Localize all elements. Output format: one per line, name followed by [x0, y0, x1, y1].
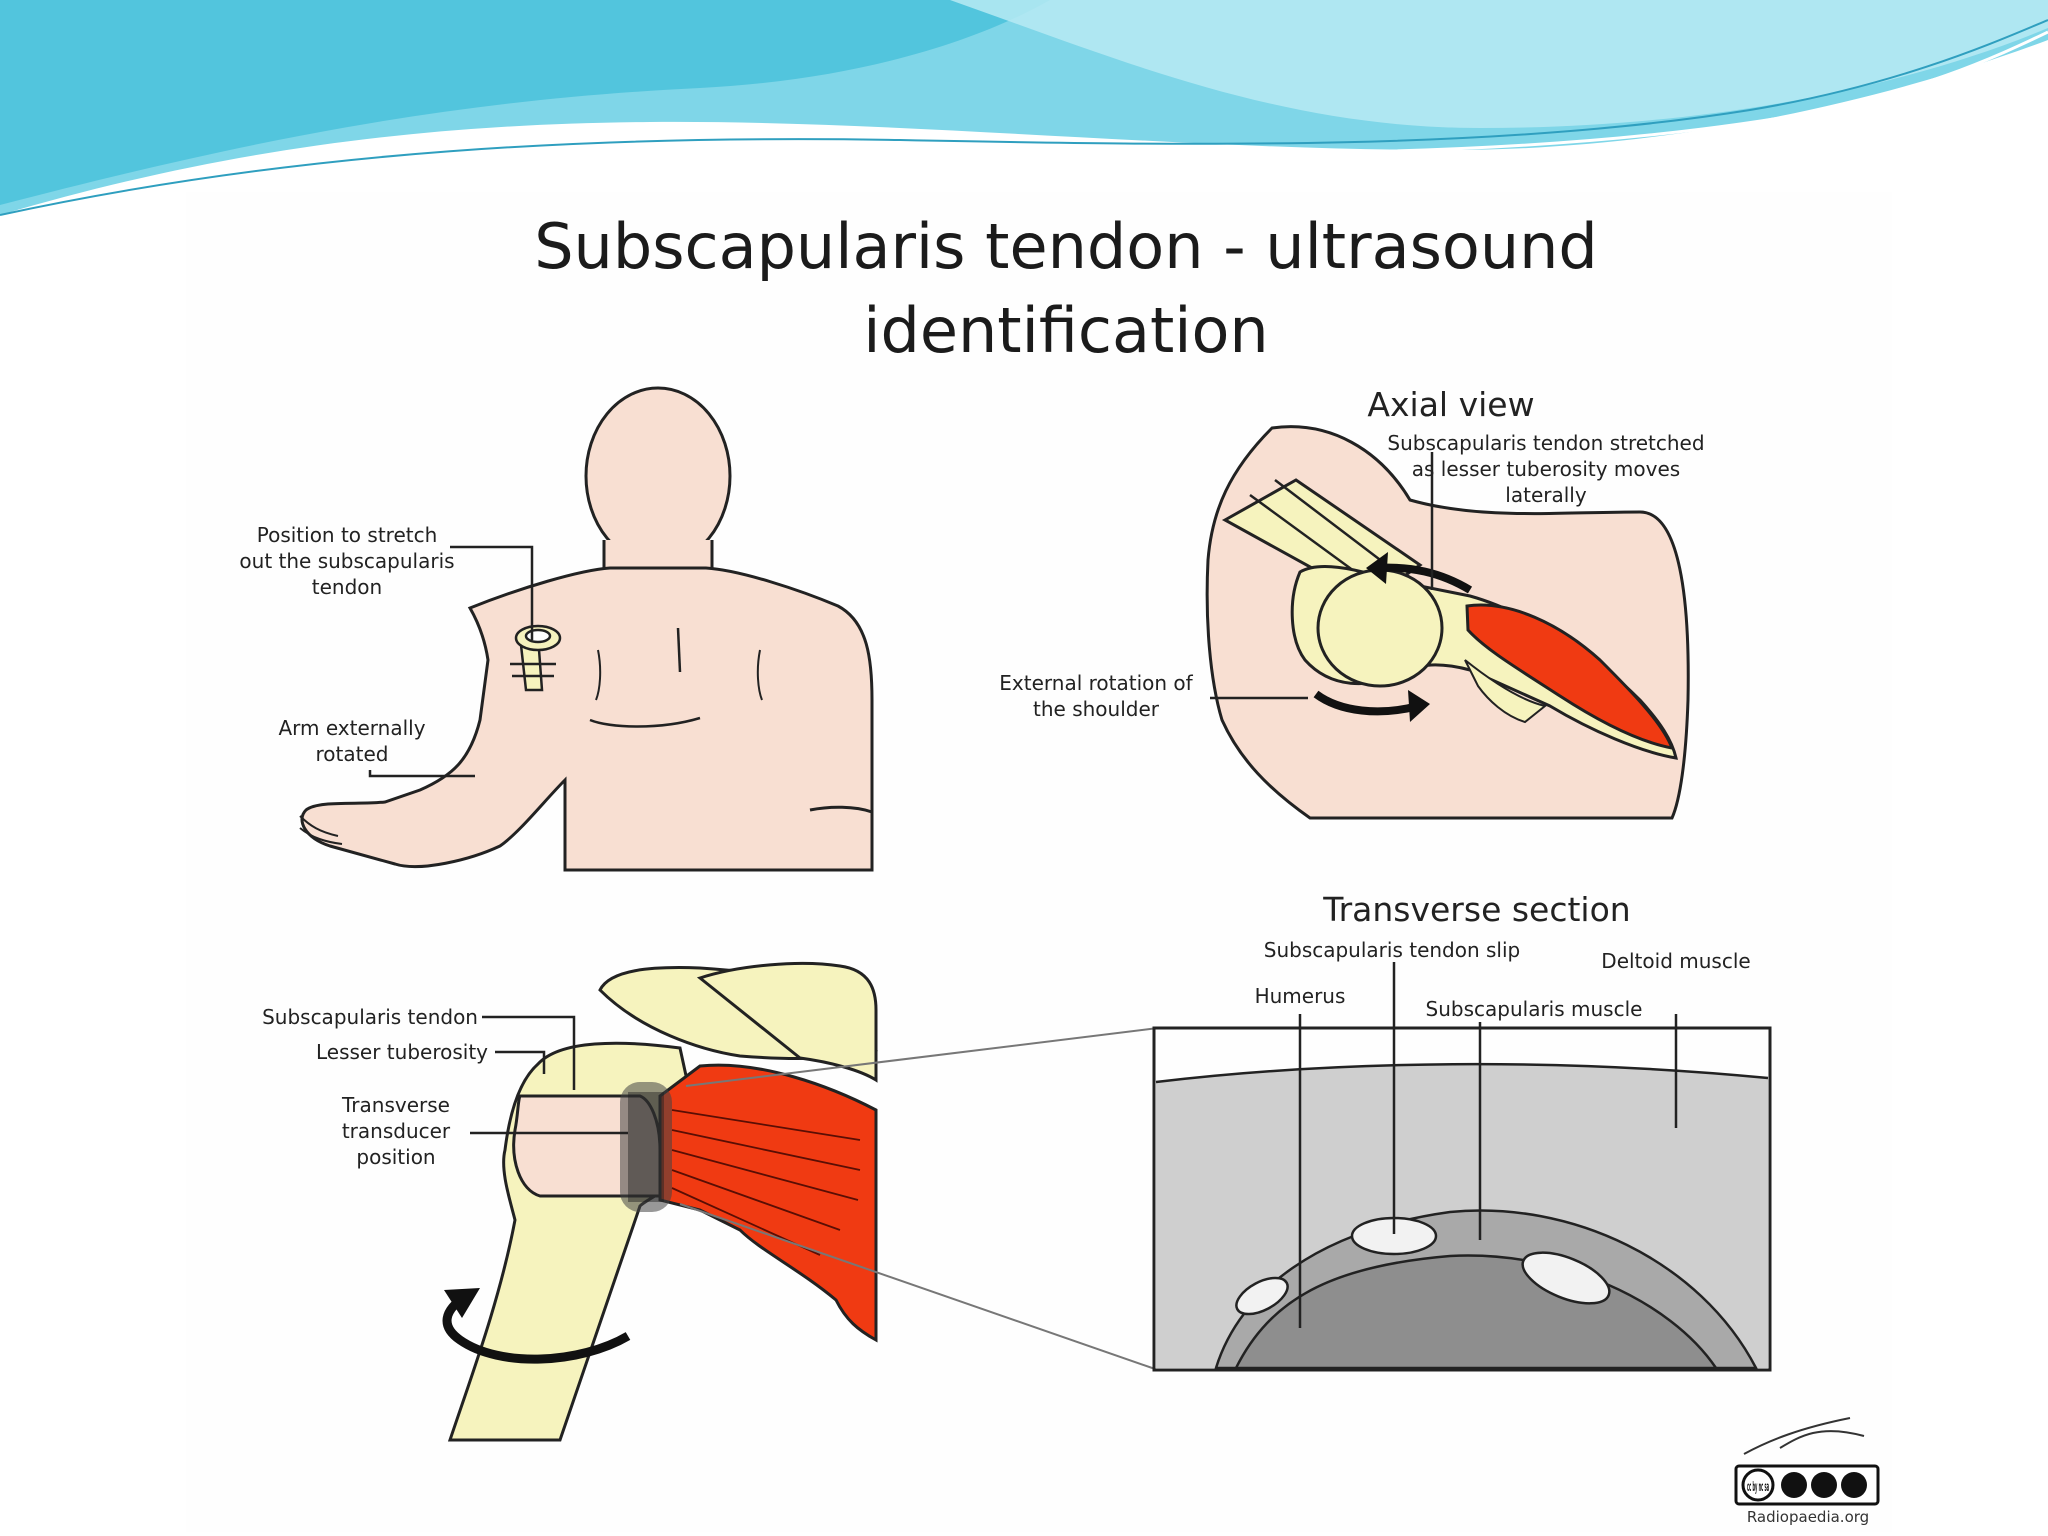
- radiopaedia-signature-logo: [1743, 1417, 1865, 1455]
- diagram-title-line1: Subscapularis tendon - ultrasound: [534, 210, 1598, 283]
- cc-badge-text: cc by nc sa: [1747, 1480, 1769, 1495]
- label-position-line3: tendon: [312, 575, 382, 599]
- label-rotation-line1: External rotation of: [999, 671, 1193, 695]
- transverse-leader-lines: [1298, 962, 1678, 1328]
- label-arm-line1: Arm externally: [278, 716, 425, 740]
- axial-view-heading: Axial view: [1367, 385, 1534, 424]
- label-position-line2: out the subscapularis: [239, 549, 454, 573]
- body-figure: [299, 386, 874, 872]
- label-stretched-line3: laterally: [1505, 483, 1587, 507]
- transverse-section-image: [1152, 1026, 1772, 1372]
- label-humerus: Humerus: [1255, 984, 1346, 1008]
- label-transducer-line1: Transverse: [341, 1093, 450, 1117]
- label-lesser-tuberosity: Lesser tuberosity: [316, 1040, 488, 1064]
- credit-source: Radiopaedia.org: [1747, 1508, 1869, 1526]
- label-deltoid-muscle: Deltoid muscle: [1601, 949, 1750, 973]
- transverse-transducer: [620, 1082, 672, 1212]
- axial-rotation-arrows: [1313, 552, 1473, 722]
- diagram-title-line2: identification: [863, 294, 1268, 367]
- label-transducer-line2: transducer: [342, 1119, 451, 1143]
- header-wave-decoration: [0, 0, 2048, 227]
- label-stretched-line1: Subscapularis tendon stretched: [1387, 431, 1704, 455]
- label-subscapularis-muscle: Subscapularis muscle: [1426, 997, 1643, 1021]
- label-tendon-slip: Subscapularis tendon slip: [1264, 938, 1521, 962]
- label-position-line1: Position to stretch: [257, 523, 438, 547]
- label-arm-line2: rotated: [316, 742, 389, 766]
- axial-view-illustration: [1205, 425, 1690, 820]
- leader-arm: [368, 770, 475, 778]
- leader-tuberosity: [495, 1050, 546, 1074]
- humerus-rotation-arrow: [442, 1288, 631, 1364]
- transverse-section-heading: Transverse section: [1322, 890, 1630, 929]
- cc-license-badge: cc by nc sa: [1734, 1464, 1880, 1506]
- label-stretched-line2: as lesser tuberosity moves: [1412, 457, 1680, 481]
- label-transducer-line3: position: [356, 1145, 435, 1169]
- projection-lines: [679, 1027, 1159, 1371]
- leader-position: [450, 545, 534, 640]
- leader-tendon: [482, 1015, 576, 1090]
- label-subscapularis-tendon: Subscapularis tendon: [262, 1005, 478, 1029]
- label-rotation-line2: the shoulder: [1033, 697, 1160, 721]
